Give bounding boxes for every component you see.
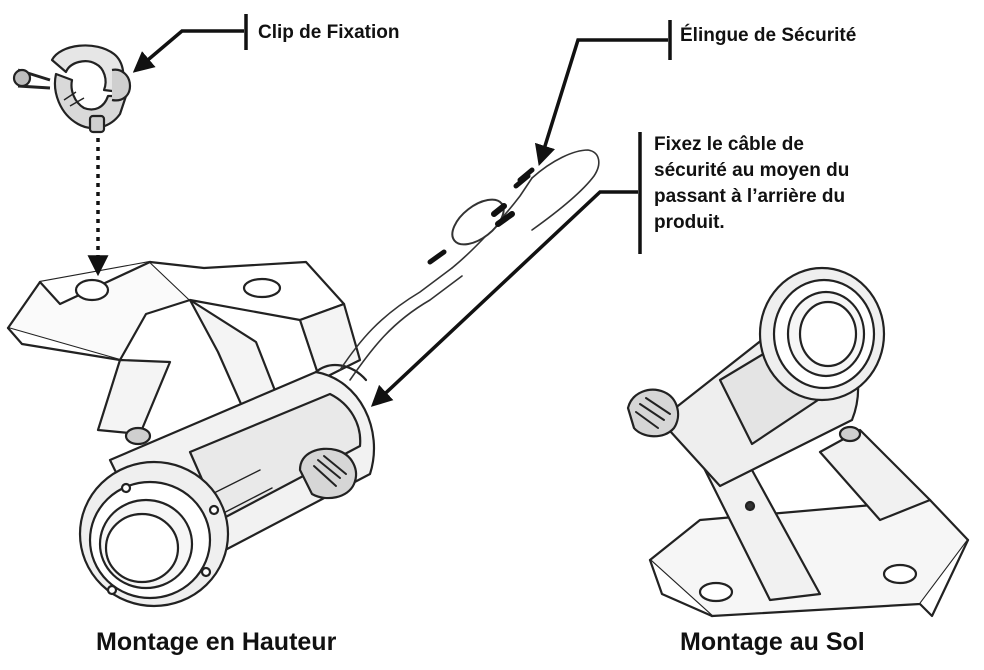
attach-instruction-line: passant à l’arrière du [654,186,846,207]
note-callout-arrow [370,190,638,407]
callout-lines [87,14,672,407]
attach-instruction-line: produit. [654,212,725,233]
clamp-illustration [12,44,132,134]
attach-instruction-label: Fixez le câble de sécurité au moyen du p… [654,132,849,236]
hanging-mount-fixture [6,260,375,608]
floor-mount-fixture [626,266,970,618]
hanging-mount-caption: Montage en Hauteur [96,628,337,656]
attach-instruction-line: Fixez le câble de [654,134,804,155]
safety-cable-label: Élingue de Sécurité [680,25,857,46]
clamp-label: Clip de Fixation [258,22,400,43]
attach-instruction-line: sécurité au moyen du [654,160,850,181]
sling-callout-arrow [534,38,668,167]
floor-mount-caption: Montage au Sol [680,628,865,656]
safety-cable [339,149,600,381]
clip-callout-arrow [132,29,244,73]
